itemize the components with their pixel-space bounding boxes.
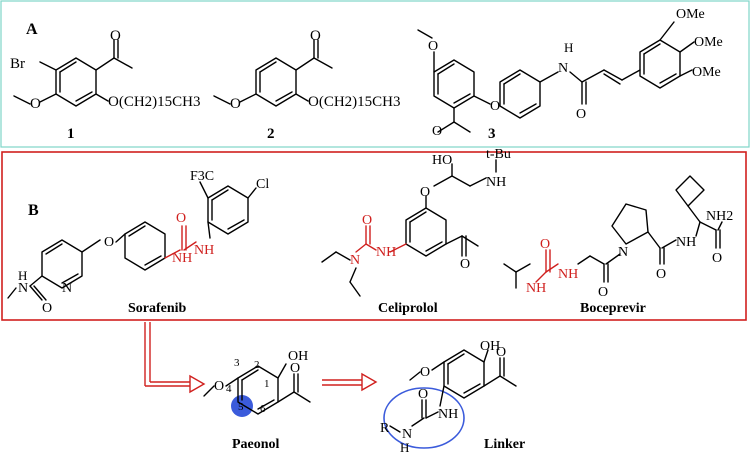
c3-ome-top: OMe <box>676 7 705 22</box>
compound-1: O Br O O(CH2)15CH3 1 <box>10 28 201 142</box>
c3-ome-bot: OMe <box>692 65 721 80</box>
celiprolol-name: Celiprolol <box>378 301 438 316</box>
sorafenib-cl: Cl <box>256 177 269 192</box>
sorafenib-pyridine-n: N <box>62 281 72 296</box>
c3-nh-h: H <box>564 40 573 55</box>
linker-structure: OH O O NH O N H R Linker <box>380 339 525 453</box>
linker-name: Linker <box>484 437 525 452</box>
paeonol-acetyl-o: O <box>290 361 300 376</box>
panel-b-border <box>1 151 747 321</box>
compound-2-number: 2 <box>267 126 275 142</box>
boceprevir-o3: O <box>712 251 722 266</box>
compound-2: O O O(CH2)15CH3 2 <box>213 28 401 142</box>
c3-carbonyl-o: O <box>576 107 586 122</box>
boceprevir-o1: O <box>598 285 608 300</box>
celiprolol-ether-o: O <box>420 185 430 200</box>
chain-1-label: O(CH2)15CH3 <box>108 94 201 110</box>
paeonol-structure: OH O O 1 2 3 4 5 6 Paeonol <box>203 349 311 452</box>
red-arrows <box>144 322 378 394</box>
compound-3-number: 3 <box>488 126 496 142</box>
boceprevir-urea-nh1: NH <box>526 281 546 296</box>
c3-ome-mid: OMe <box>694 35 723 50</box>
linker-r: R <box>380 421 390 436</box>
paeonol-name: Paeonol <box>232 437 280 452</box>
linker-n: N <box>402 427 412 442</box>
panel-a-label: A <box>26 21 38 38</box>
boceprevir-nh2: NH2 <box>706 209 733 224</box>
celiprolol-nh: NH <box>486 175 506 190</box>
sorafenib-cf3: F3C <box>190 169 214 184</box>
paeonol-methoxy-o: O <box>214 379 224 394</box>
bromo-label: Br <box>10 56 25 72</box>
sorafenib-urea-nh2: NH <box>194 243 214 258</box>
boceprevir-name: Boceprevir <box>580 301 646 316</box>
linker-h: H <box>400 440 409 453</box>
boceprevir-urea-o: O <box>540 237 550 252</box>
chain-2-label: O(CH2)15CH3 <box>308 94 401 110</box>
paeonol-pos-5: 5 <box>238 401 244 413</box>
paeonol-oh: OH <box>288 349 308 364</box>
sorafenib-urea-o: O <box>176 211 186 226</box>
boceprevir-o2: O <box>656 267 666 282</box>
sorafenib-amide-n: N <box>18 281 28 296</box>
celiprolol-ho: HO <box>432 153 452 168</box>
celiprolol-acetyl-o: O <box>460 257 470 272</box>
paeonol-pos-2: 2 <box>254 359 260 371</box>
paeonol-position-5-highlight <box>231 395 253 417</box>
svg-text:O: O <box>428 39 438 54</box>
celiprolol-structure: O HO NH t-Bu O NH O N Celiprolol <box>321 147 511 316</box>
svg-text:O: O <box>230 96 241 112</box>
boceprevir-ring-n: N <box>618 245 628 260</box>
boceprevir-structure: NH O NH O N O NH O NH2 Boceprevir <box>503 175 733 316</box>
linker-methoxy-o: O <box>420 365 430 380</box>
panel-a-border <box>0 0 750 148</box>
sorafenib-urea-nh1: NH <box>172 251 192 266</box>
svg-text:O: O <box>432 124 442 139</box>
compound-3: O O O H N O OMe OMe OMe 3 <box>417 7 723 142</box>
sorafenib-amide-h: H <box>18 268 27 283</box>
c3-ether-o: O <box>490 99 500 114</box>
linker-oh: OH <box>480 339 500 354</box>
linker-urea-circle <box>383 387 465 449</box>
linker-urea-o: O <box>418 387 428 402</box>
paeonol-pos-6: 6 <box>260 403 266 415</box>
paeonol-pos-1: 1 <box>264 378 270 390</box>
boceprevir-urea-nh2: NH <box>558 267 578 282</box>
celiprolol-tbu: t-Bu <box>486 147 511 162</box>
sorafenib-structure: N O H N O NH O NH F3C Cl Sorafenib <box>7 169 269 316</box>
svg-text:O: O <box>110 28 121 44</box>
compound-1-number: 1 <box>67 126 75 142</box>
svg-text:O: O <box>310 28 321 44</box>
boceprevir-nh: NH <box>676 235 696 250</box>
linker-nh: NH <box>438 407 458 422</box>
sorafenib-amide-o: O <box>42 301 52 316</box>
linker-acetyl-o: O <box>496 345 506 360</box>
sorafenib-ether-o: O <box>104 235 114 250</box>
svg-text:O: O <box>30 96 41 112</box>
panel-b-label: B <box>28 202 39 219</box>
c3-nh-n: N <box>558 61 568 76</box>
paeonol-pos-3: 3 <box>234 357 240 369</box>
celiprolol-urea-n: N <box>350 253 360 268</box>
celiprolol-urea-o: O <box>362 213 372 228</box>
celiprolol-urea-nh: NH <box>376 245 396 260</box>
sorafenib-name: Sorafenib <box>128 301 187 316</box>
paeonol-pos-4: 4 <box>226 383 232 395</box>
